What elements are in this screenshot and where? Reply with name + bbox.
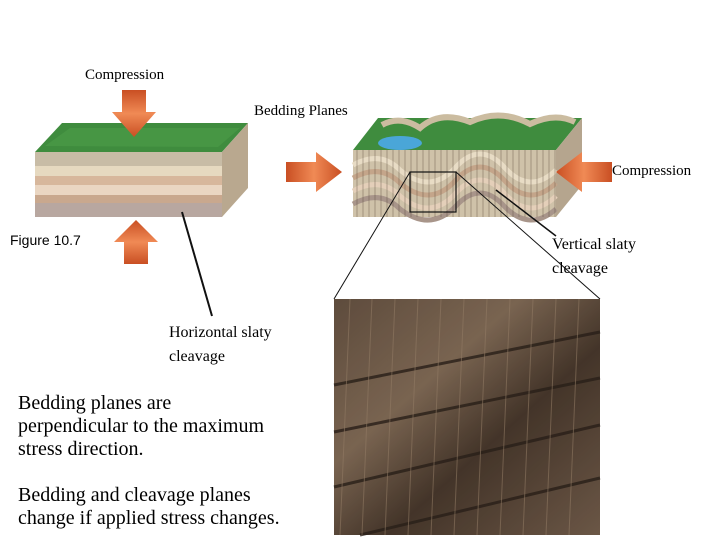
left-block-side	[222, 123, 248, 217]
vertical-cleavage-line-1: Vertical slaty	[552, 236, 636, 253]
horizontal-cleavage-line-2: cleavage	[169, 348, 225, 365]
compression-arrow-top	[112, 90, 156, 137]
inset-box	[409, 171, 457, 213]
figure-label: Figure 10.7	[10, 232, 81, 248]
compression-arrow-right	[556, 152, 612, 192]
pointer-horizontal-cleavage	[181, 211, 213, 317]
left-block-layers	[35, 152, 222, 217]
bedding-planes-label: Bedding Planes	[254, 103, 348, 119]
paragraph1-line-1: Bedding planes are	[18, 392, 172, 414]
zoom-line-left	[333, 171, 411, 300]
explanation-paragraph-1: Bedding planes are perpendicular to the …	[18, 392, 264, 461]
paragraph2-line-2: change if applied stress changes.	[18, 507, 280, 529]
paragraph1-line-3: stress direction.	[18, 438, 144, 460]
compression-label-right: Compression	[612, 163, 692, 179]
vertical-cleavage-line-2: cleavage	[552, 260, 608, 277]
zoom-line-right	[455, 171, 601, 300]
compression-arrow-bottom	[114, 220, 158, 264]
vertical-cleavage-label: Vertical slaty cleavage	[552, 233, 636, 281]
compression-label-top: Compression	[85, 67, 165, 83]
horizontal-cleavage-label: Horizontal slaty cleavage	[169, 321, 272, 369]
horizontal-cleavage-line-1: Horizontal slaty	[169, 324, 272, 341]
pointer-vertical-cleavage	[495, 189, 557, 237]
lake	[378, 136, 422, 150]
paragraph2-line-1: Bedding and cleavage planes	[18, 484, 251, 506]
transition-arrow	[286, 152, 342, 192]
explanation-paragraph-2: Bedding and cleavage planes change if ap…	[18, 484, 280, 530]
paragraph1-line-2: perpendicular to the maximum	[18, 415, 265, 437]
cleavage-photo	[333, 298, 601, 537]
